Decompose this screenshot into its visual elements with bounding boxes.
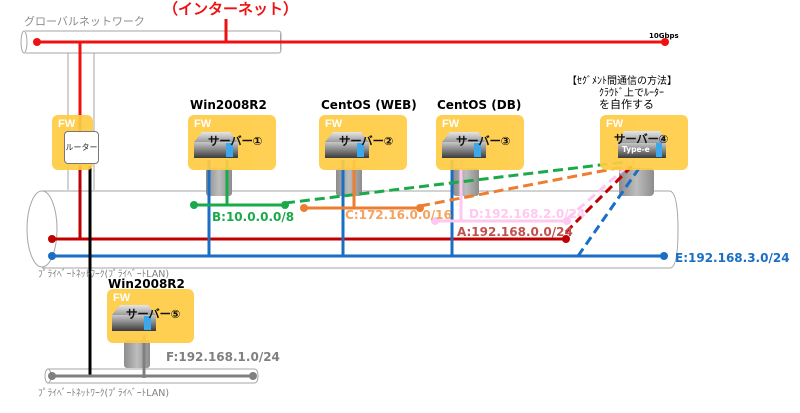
server-5-icon [112,305,156,331]
server-4-label: サーバー④ [614,132,669,146]
server-4-type-badge: Type-e [622,145,650,154]
network-f-label: F:192.168.1.0/24 [166,350,280,364]
server-2-stand [336,168,362,196]
internet-endpoint-right [661,38,669,46]
network-b-line [190,160,626,209]
private-network-1-label: ﾌﾟﾗｲﾍﾞｰﾄﾈｯﾄﾜｰｸ(ﾌﾟﾗｲﾍﾞｰﾄLAN) [38,269,170,280]
server-1-icon [194,132,238,158]
router-fw-label: FW [58,118,76,130]
segment-note-line1: ｸﾗｳﾄﾞ上でﾙｰﾀｰ [599,87,664,99]
internet-endpoint-left [33,38,41,46]
segment-note-title: 【ｾｸﾞﾒﾝﾄ間通信の方法】 [567,76,677,87]
server-5-fw-label: FW [113,292,131,304]
server-5-stand [124,340,150,368]
server-4-fw-label: FW [606,118,624,130]
segment-note: 【ｾｸﾞﾒﾝﾄ間通信の方法】 ｸﾗｳﾄﾞ上でﾙｰﾀｰ を自作する [567,76,677,112]
router[interactable]: ルーター [64,131,99,164]
router-label: ルーター [65,143,98,152]
server-3-fw-label: FW [442,118,460,130]
network-a-label: A:192.168.0.0/24 [457,225,573,239]
internet-label: （インターネット） [163,0,299,18]
private-network-pipe-1 [26,190,679,269]
network-d-label: D:192.168.2.0/24 [469,207,586,221]
server-2-label: サーバー② [339,134,394,148]
server-3-icon [442,132,486,158]
server-3-os: CentOS (DB) [437,98,522,112]
server-4-stand [619,168,654,196]
network-c-label: C:172.16.0.0/16 [345,208,452,222]
server-4-icon [618,131,666,158]
network-e-label: E:192.168.3.0/24 [675,251,790,265]
network-d-line [431,160,631,225]
server-5-label: サーバー⑤ [126,307,181,321]
global-network-label: グローバルネットワーク [24,15,145,28]
bandwidth-label: 10Gbps [649,32,679,40]
server-2-icon [325,132,369,158]
network-b-label: B:10.0.0.0/8 [212,210,295,224]
server-1-os: Win2008R2 [190,98,267,112]
server-3-label: サーバー③ [456,134,511,148]
network-a-line [48,162,636,243]
server-1-fw-label: FW [194,118,212,130]
server-2-fw-label: FW [325,118,343,130]
segment-note-line2: を自作する [599,98,654,111]
server-1-label: サーバー① [208,134,263,148]
server-5-os: Win2008R2 [108,277,185,291]
private-network-2-label: ﾌﾟﾗｲﾍﾞｰﾄﾈｯﾄﾜｰｸ(ﾌﾟﾗｲﾍﾞｰﾄLAN) [38,388,170,399]
server-2-os: CentOS (WEB) [321,98,417,112]
